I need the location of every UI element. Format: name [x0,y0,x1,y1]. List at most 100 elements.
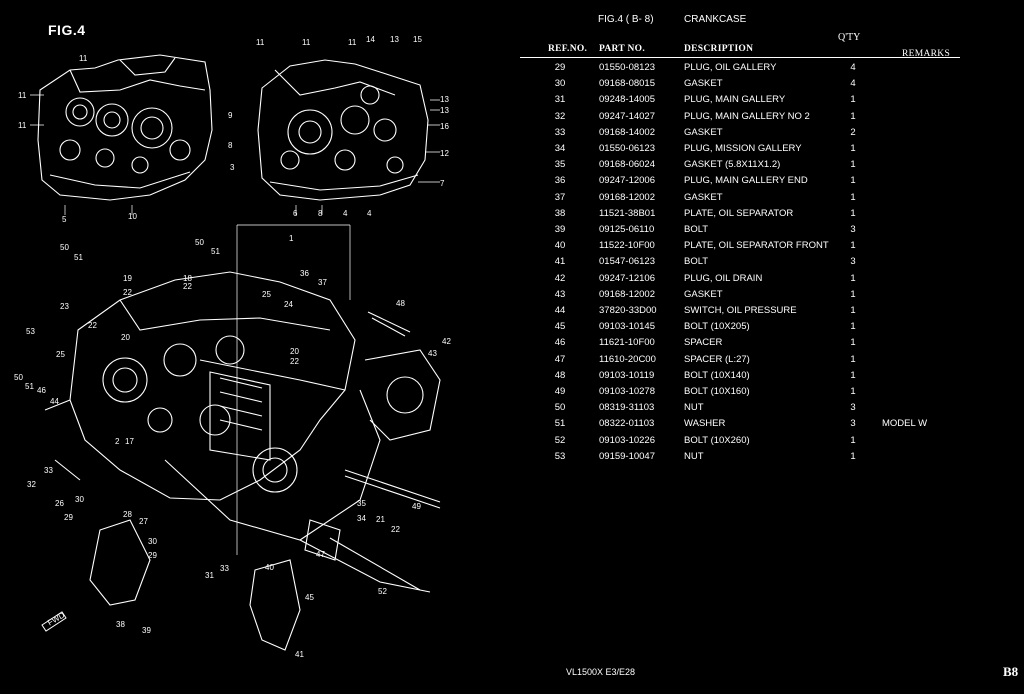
description-cell: BOLT (10X140) [684,369,750,381]
callout-label: 41 [295,650,304,659]
callout-label: 22 [88,321,97,330]
ref-no-cell: 32 [554,110,566,122]
qty-cell: 1 [850,207,856,219]
section-name: CRANKCASE [684,14,747,25]
qty-cell: 3 [850,402,856,414]
ref-no-cell: 44 [554,305,566,316]
callout-label: 30 [148,537,157,546]
qty-cell: 1 [850,369,856,381]
qty-header: Q'TY [838,32,861,43]
description-cell: SPACER (L:27) [684,353,750,365]
callout-label: 15 [413,35,422,44]
qty-cell: 2 [850,126,856,138]
header-rule [520,57,960,58]
part-no-cell: 09168-06024 [599,159,655,171]
description-cell: NUT [684,450,704,462]
qty-cell: 1 [850,386,856,397]
description-cell: SPACER [684,337,723,349]
callout-label: 11 [79,54,88,63]
description-cell: PLUG, MAIN GALLERY NO 2 [684,110,810,122]
table-row: 47 11610-20C00 SPACER (L:27) 1 [0,354,1024,370]
part-no-cell: 11522-10F00 [599,240,655,252]
ref-no-cell: 53 [554,450,566,462]
callout-label: 34 [357,514,366,523]
part-no-cell: 01547-06123 [599,256,655,268]
remarks-cell: MODEL W [882,418,928,430]
callout-label: 37 [318,278,327,287]
callout-label: 50 [14,373,23,382]
callout-label: 33 [44,466,53,475]
callout-label: 49 [412,502,421,511]
ref-no-cell: 42 [554,272,566,284]
part-no-cell: 11621-10F00 [599,337,655,349]
callout-label: 42 [442,337,451,346]
callout-label: 28 [123,510,132,519]
callout-label: 1 [289,234,294,243]
description-cell: PLATE, OIL SEPARATOR [684,207,794,219]
part-no-cell: 09168-14002 [599,126,655,138]
callout-label: 20 [290,347,299,356]
ref-no-cell: 46 [554,337,566,349]
ref-no-cell: 34 [554,143,566,154]
part-no-cell: 01550-06123 [599,143,655,154]
description-cell: BOLT [684,224,709,235]
callout-label: 9 [228,111,233,120]
qty-cell: 3 [850,224,856,235]
ref-no-cell: 47 [554,353,566,365]
table-row: 32 09247-14027 PLUG, MAIN GALLERY NO 2 1 [0,111,1024,127]
callout-label: 46 [37,386,46,395]
description-cell: WASHER [684,418,726,430]
ref-no-cell: 29 [554,62,566,73]
part-no-cell: 09247-14027 [599,110,655,122]
right-crankcase-half-drawing [257,59,429,201]
callout-label: 35 [357,499,366,508]
callout-label: 51 [211,247,220,256]
callout-label: 11 [256,38,265,47]
ref-no-cell: 41 [554,256,566,268]
ref-no-cell: 37 [554,191,566,203]
qty-cell: 1 [850,159,856,171]
callout-label: 52 [378,587,387,596]
callout-label: 2 [115,437,120,446]
qty-cell: 1 [850,110,856,122]
description-cell: PLUG, MISSION GALLERY [684,143,802,154]
ref-no-cell: 50 [554,402,566,414]
qty-cell: 1 [850,337,856,349]
callout-label: 23 [60,302,69,311]
callout-label: 7 [440,179,445,188]
description-cell: GASKET [684,78,723,90]
callout-label: 50 [60,243,69,252]
bolts-and-plates-drawing [44,311,441,651]
description-cell: BOLT (10X205) [684,321,750,333]
ref-no-cell: 36 [554,175,566,187]
description-cell: PLUG, MAIN GALLERY END [684,175,808,187]
callout-label: 20 [121,333,130,342]
part-no-cell: 11610-20C00 [599,353,656,365]
callout-label: 33 [220,564,229,573]
description-cell: BOLT (10X160) [684,386,750,397]
callout-label: 12 [440,149,449,158]
callout-label: 29 [64,513,73,522]
figure-title: FIG.4 [48,22,86,38]
callout-label: 21 [376,515,385,524]
ref-no-cell: 33 [554,126,566,138]
callout-label: 10 [128,212,137,221]
qty-cell: 1 [850,240,856,252]
ref-no-cell: 31 [554,94,566,106]
qty-cell: 1 [850,353,856,365]
qty-cell: 1 [850,434,856,446]
callout-label: 4 [343,209,348,218]
qty-cell: 1 [850,272,856,284]
qty-cell: 1 [850,175,856,187]
